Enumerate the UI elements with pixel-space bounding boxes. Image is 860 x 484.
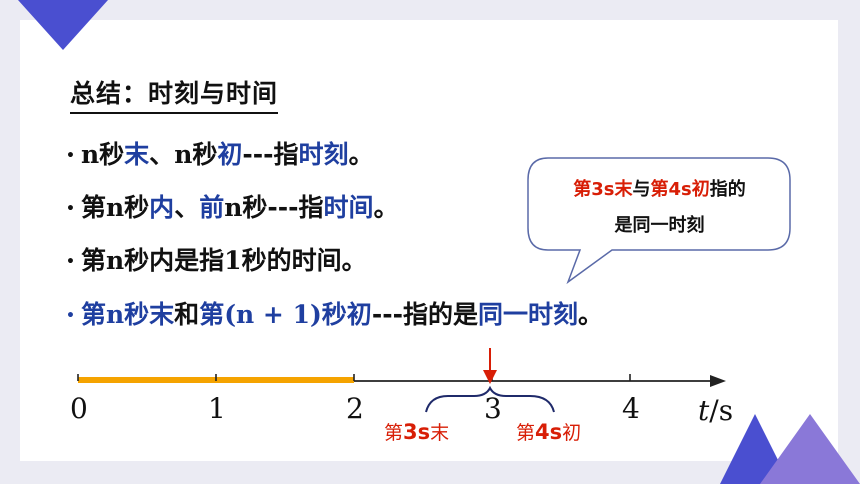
corner-triangle-decoration bbox=[18, 0, 108, 50]
line-4-segment: n bbox=[105, 300, 125, 329]
bracket-left-pre: 第 bbox=[384, 422, 404, 444]
line-4-segment: 第 bbox=[80, 300, 106, 329]
line-4-segment: 同一时刻 bbox=[477, 300, 578, 329]
axis-label-t: t bbox=[698, 394, 710, 427]
bracket-label-right: 第4s初 bbox=[516, 418, 581, 445]
line-1-segment: 。 bbox=[348, 140, 374, 169]
callout-text: 第3s末与第4s初指的 是同一时刻 bbox=[532, 172, 787, 244]
axis-label-unit: /s bbox=[709, 394, 734, 427]
line-1-segment: n bbox=[174, 140, 193, 169]
bracket-right-post: 初 bbox=[562, 422, 582, 444]
axis-tick-label: 0 bbox=[70, 392, 88, 425]
line-1-segment: ---指 bbox=[242, 140, 299, 169]
callout-mid: 与 bbox=[632, 179, 651, 200]
bracket-label-left: 第3s末 bbox=[384, 418, 449, 445]
summary-line-2: •第n秒内、前n秒---指时间。 bbox=[66, 193, 399, 222]
line-3-segment: 秒的时间。 bbox=[241, 246, 367, 275]
line-1-segment: n bbox=[80, 140, 100, 169]
line-4-segment: (n + 1) bbox=[224, 300, 322, 329]
summary-line-3: •第n秒内是指1秒的时间。 bbox=[66, 246, 367, 275]
page-title: 总结：时刻与时间 bbox=[70, 74, 279, 114]
line-1-segment: 末 bbox=[124, 140, 150, 169]
line-3-segment: 秒内是指 bbox=[124, 246, 225, 275]
line-2-segment: 。 bbox=[373, 193, 399, 222]
corner-triangles-decoration bbox=[720, 414, 860, 484]
marker-arrow-head bbox=[483, 370, 497, 384]
callout-end: 指的 bbox=[709, 179, 746, 200]
line-4-segment: 秒初 bbox=[321, 300, 372, 329]
line-1-segment: 初 bbox=[217, 140, 243, 169]
line-4-segment: 和 bbox=[174, 300, 200, 329]
axis-tick-label: 1 bbox=[208, 392, 226, 425]
axis-unit-label: t/s bbox=[698, 394, 733, 427]
line-1-segment: 秒 bbox=[99, 140, 125, 169]
line-1-segment: 、 bbox=[149, 140, 175, 169]
line-2-segment: 秒 bbox=[124, 193, 150, 222]
line-2-segment: 时间 bbox=[323, 193, 374, 222]
callout-line-2: 是同一时刻 bbox=[614, 215, 705, 236]
line-2-segment: 内 bbox=[149, 193, 175, 222]
bracket-left-num: 3s bbox=[403, 420, 431, 444]
axis-arrowhead bbox=[710, 375, 726, 387]
axis-tick-label: 2 bbox=[346, 392, 364, 425]
line-2-segment: 前 bbox=[199, 193, 225, 222]
line-2-segment: 第 bbox=[80, 193, 106, 222]
line-1-segment: 时刻 bbox=[298, 140, 349, 169]
line-3-segment: n bbox=[105, 246, 125, 275]
callout-red-2: 第4s初 bbox=[650, 179, 710, 200]
line-2-segment: 、 bbox=[174, 193, 200, 222]
line-2-segment: n bbox=[105, 193, 125, 222]
bracket-right-num: 4s bbox=[535, 420, 563, 444]
brace bbox=[425, 385, 555, 413]
axis-tick-label: 3 bbox=[484, 392, 502, 425]
line-4-segment: ---指的是 bbox=[371, 300, 478, 329]
line-3-segment: 1 bbox=[224, 246, 242, 275]
line-2-segment: 秒---指 bbox=[242, 193, 324, 222]
axis-tick-label: 4 bbox=[622, 392, 640, 425]
line-1-segment: 秒 bbox=[192, 140, 218, 169]
line-4-segment: 第 bbox=[199, 300, 225, 329]
bracket-left-post: 末 bbox=[430, 422, 450, 444]
bracket-right-pre: 第 bbox=[516, 422, 536, 444]
line-4-segment: 。 bbox=[577, 300, 603, 329]
line-4-segment: 秒末 bbox=[124, 300, 175, 329]
line-2-segment: n bbox=[224, 193, 243, 222]
line-3-segment: 第 bbox=[80, 246, 106, 275]
callout-red-1: 第3s末 bbox=[573, 179, 633, 200]
summary-line-4: •第n秒末和第(n + 1)秒初---指的是同一时刻。 bbox=[66, 300, 603, 329]
summary-line-1: •n秒末、n秒初---指时刻。 bbox=[66, 140, 374, 169]
